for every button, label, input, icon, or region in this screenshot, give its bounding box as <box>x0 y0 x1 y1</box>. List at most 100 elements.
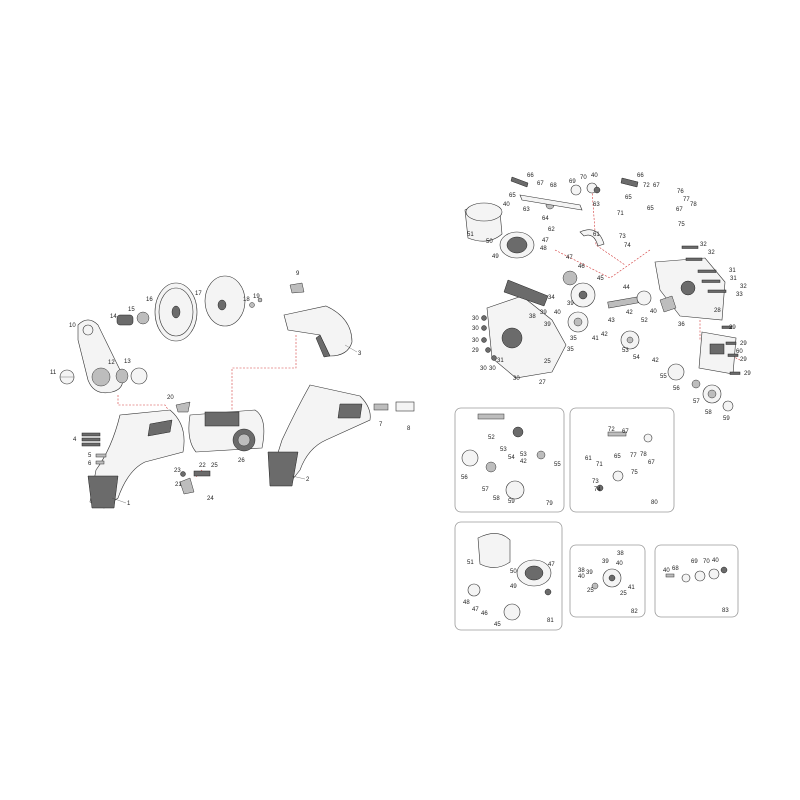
part-callout: 72 <box>608 427 615 433</box>
part-callout: 42 <box>520 459 527 465</box>
bearing-53 <box>512 426 524 438</box>
part-callout: 60 <box>736 349 743 355</box>
part-callout: 30 <box>472 326 479 332</box>
part-callout: 50 <box>510 569 517 575</box>
nut-40 <box>720 566 728 574</box>
part-callout: 16 <box>146 297 153 303</box>
part-callout: 73 <box>619 234 626 240</box>
part-callout: 71 <box>596 462 603 468</box>
part-callout: 42 <box>652 358 659 364</box>
part-callout: 25 <box>211 463 218 469</box>
inset-82: 38 39 40 39 38 40 25 25 41 82 <box>569 544 646 618</box>
clip-74 <box>596 484 604 492</box>
housing-label <box>147 419 173 437</box>
housing-2-label <box>337 403 363 419</box>
housing-bore <box>501 327 523 349</box>
inset-number: 79 <box>546 501 553 507</box>
part-callout: 25 <box>587 588 594 594</box>
gear-53-hub <box>626 336 634 344</box>
part-callout: 65 <box>614 454 621 460</box>
left-assembly: 1 2 3 4 5 6 7 8 9 10 11 12 13 14 15 16 1… <box>50 271 415 509</box>
part-callout: 38 <box>529 314 536 320</box>
part-callout: 67 <box>648 460 655 466</box>
part-callout: 75 <box>678 222 685 228</box>
nut-55 <box>536 450 546 460</box>
part-callout: 65 <box>509 193 516 199</box>
part-callout: 32 <box>708 250 715 256</box>
part-callout: 66 <box>527 173 534 179</box>
cover-3 <box>283 305 353 357</box>
part-callout: 58 <box>493 496 500 502</box>
motor-coil <box>204 411 240 427</box>
part-callout: 67 <box>653 183 660 189</box>
part-callout: 40 <box>712 558 719 564</box>
part-callout: 61 <box>593 232 600 238</box>
part-callout: 21 <box>175 482 182 488</box>
rail-34 <box>503 279 549 307</box>
part-callout: 40 <box>503 202 510 208</box>
part-callout: 57 <box>693 399 700 405</box>
assembly-line <box>591 189 626 266</box>
bearing-68 <box>681 573 691 583</box>
part-callout: 48 <box>540 246 547 252</box>
part-callout: 45 <box>597 276 604 282</box>
part-callout: 32 <box>740 284 747 290</box>
bearing-43 <box>636 290 652 306</box>
trigger-21 <box>179 477 195 495</box>
inset-number: 83 <box>722 608 729 614</box>
part-callout: 69 <box>569 179 576 185</box>
inset-80: 72 67 61 71 65 77 78 67 73 74 75 80 <box>569 407 675 513</box>
part-callout: 75 <box>631 470 638 476</box>
part-callout: 50 <box>486 239 493 245</box>
part-callout: 54 <box>633 355 640 361</box>
part-callout: 14 <box>110 314 117 320</box>
part-callout: 57 <box>482 487 489 493</box>
part-callout: 51 <box>467 232 474 238</box>
part-callout: 65 <box>647 206 654 212</box>
part-callout: 46 <box>481 611 488 617</box>
part-callout: 55 <box>660 374 667 380</box>
part-callout: 39 <box>567 301 574 307</box>
part-callout: 2 <box>306 477 310 483</box>
part-callout: 40 <box>616 561 623 567</box>
part-callout: 77 <box>683 197 690 203</box>
part-callout: 40 <box>663 568 670 574</box>
part-callout: 71 <box>617 211 624 217</box>
disc-45 <box>503 603 521 621</box>
part-callout: 64 <box>542 216 549 222</box>
part-callout: 18 <box>243 297 250 303</box>
leader-line <box>344 344 358 353</box>
drive-belt-arm <box>77 319 123 394</box>
part-callout: 32 <box>700 242 707 248</box>
frame-bore <box>680 280 696 296</box>
part-callout: 13 <box>124 359 131 365</box>
part-callout: 25 <box>620 591 627 597</box>
part-callout: 19 <box>253 294 260 300</box>
bearing-69 <box>570 184 582 196</box>
bracket-9 <box>289 282 305 294</box>
shaft-44 <box>607 296 639 309</box>
part-callout: 40 <box>591 173 598 179</box>
part-callout: 43 <box>608 318 615 324</box>
part-callout: 44 <box>623 285 630 291</box>
bearing-70 <box>708 568 720 580</box>
part-callout: 52 <box>488 435 495 441</box>
part-callout: 65 <box>625 195 632 201</box>
part-callout: 66 <box>637 173 644 179</box>
part-callout: 74 <box>624 243 631 249</box>
lever-64 <box>519 194 583 211</box>
part-callout: 24 <box>207 496 214 502</box>
part-callout: 54 <box>508 455 515 461</box>
disc-58 <box>505 480 525 500</box>
part-callout: 53 <box>520 452 527 458</box>
nut-15 <box>136 311 150 325</box>
part-callout: 59 <box>723 416 730 422</box>
part-callout: 17 <box>195 291 202 297</box>
part-callout: 48 <box>463 600 470 606</box>
part-callout: 56 <box>673 386 680 392</box>
part-callout: 30 <box>472 338 479 344</box>
motor-can-top <box>465 202 503 222</box>
part-callout: 41 <box>628 585 635 591</box>
bearing-13 <box>130 367 148 385</box>
screw-6 <box>95 460 105 465</box>
